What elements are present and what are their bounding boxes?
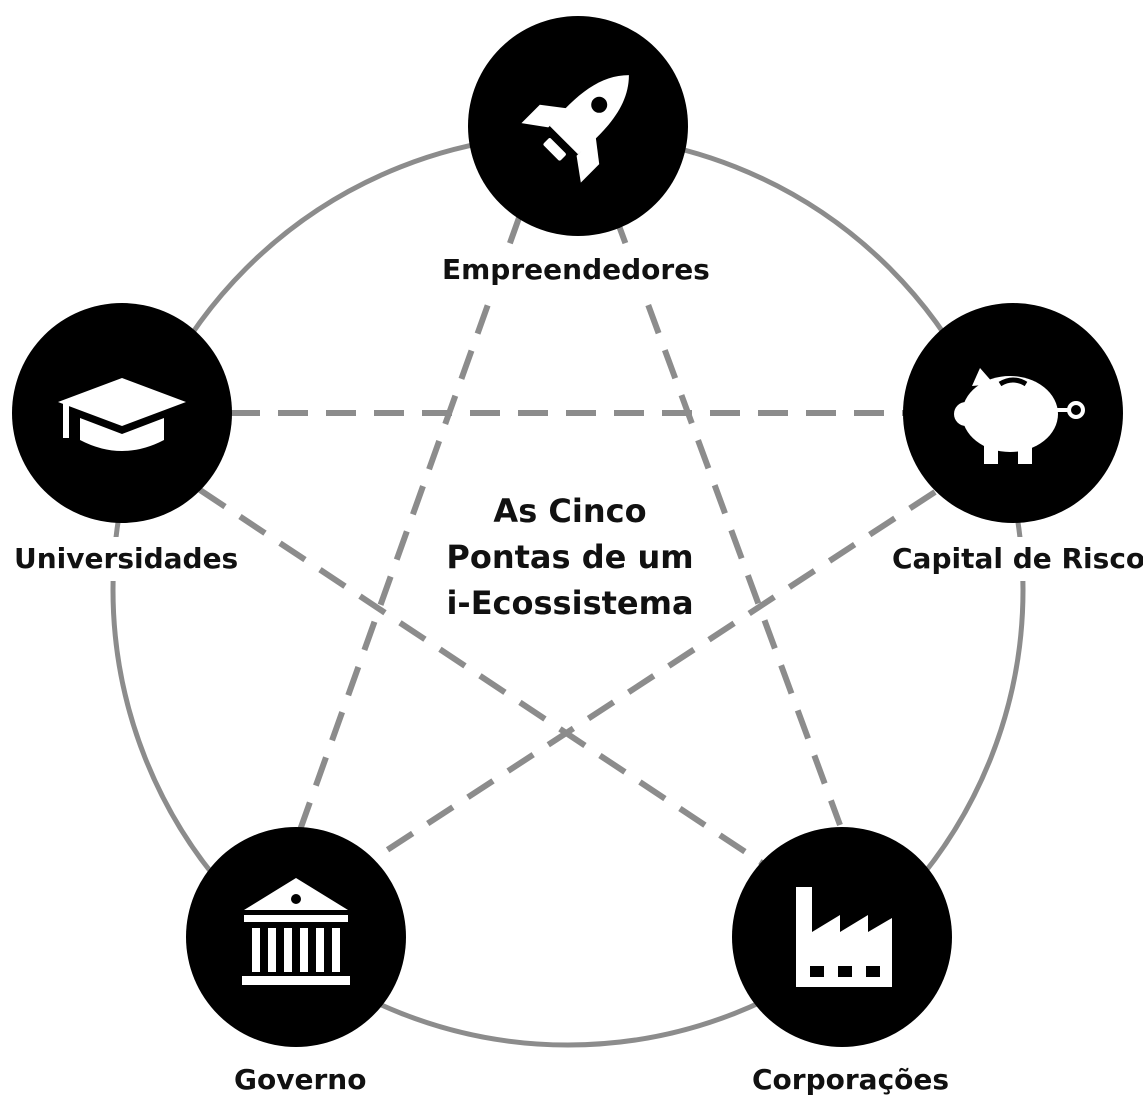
pentagram-connections: [198, 213, 937, 868]
link-capital-governo: [373, 489, 937, 861]
link-empreendedores-governo: [297, 213, 523, 832]
piggy-bank-icon: [954, 368, 1085, 464]
node-corporacoes: [732, 827, 952, 1047]
center-title-line-3: i-Ecossistema: [446, 584, 694, 622]
node-empreendedores: [468, 16, 688, 236]
center-title-line-2: Pontas de um: [446, 538, 694, 576]
center-title-line-1: As Cinco: [493, 492, 647, 530]
node-capital-de-risco: [903, 303, 1123, 523]
center-title: As Cinco Pontas de um i-Ecossistema: [400, 488, 740, 626]
label-universidades: Universidades: [4, 537, 249, 581]
node-universidades: [12, 303, 232, 523]
government-building-icon: [242, 878, 350, 985]
link-empreendedores-corporacoes: [612, 213, 843, 827]
rocket-icon: [521, 75, 629, 183]
factory-icon: [796, 887, 892, 987]
node-governo: [186, 827, 406, 1047]
label-empreendedores: Empreendedores: [432, 248, 720, 292]
label-governo: Governo: [224, 1058, 377, 1102]
graduation-cap-icon: [58, 378, 186, 451]
label-capital-de-risco: Capital de Risco: [882, 537, 1143, 581]
link-universidades-corporacoes: [198, 487, 767, 868]
label-corporacoes: Corporações: [742, 1058, 960, 1102]
